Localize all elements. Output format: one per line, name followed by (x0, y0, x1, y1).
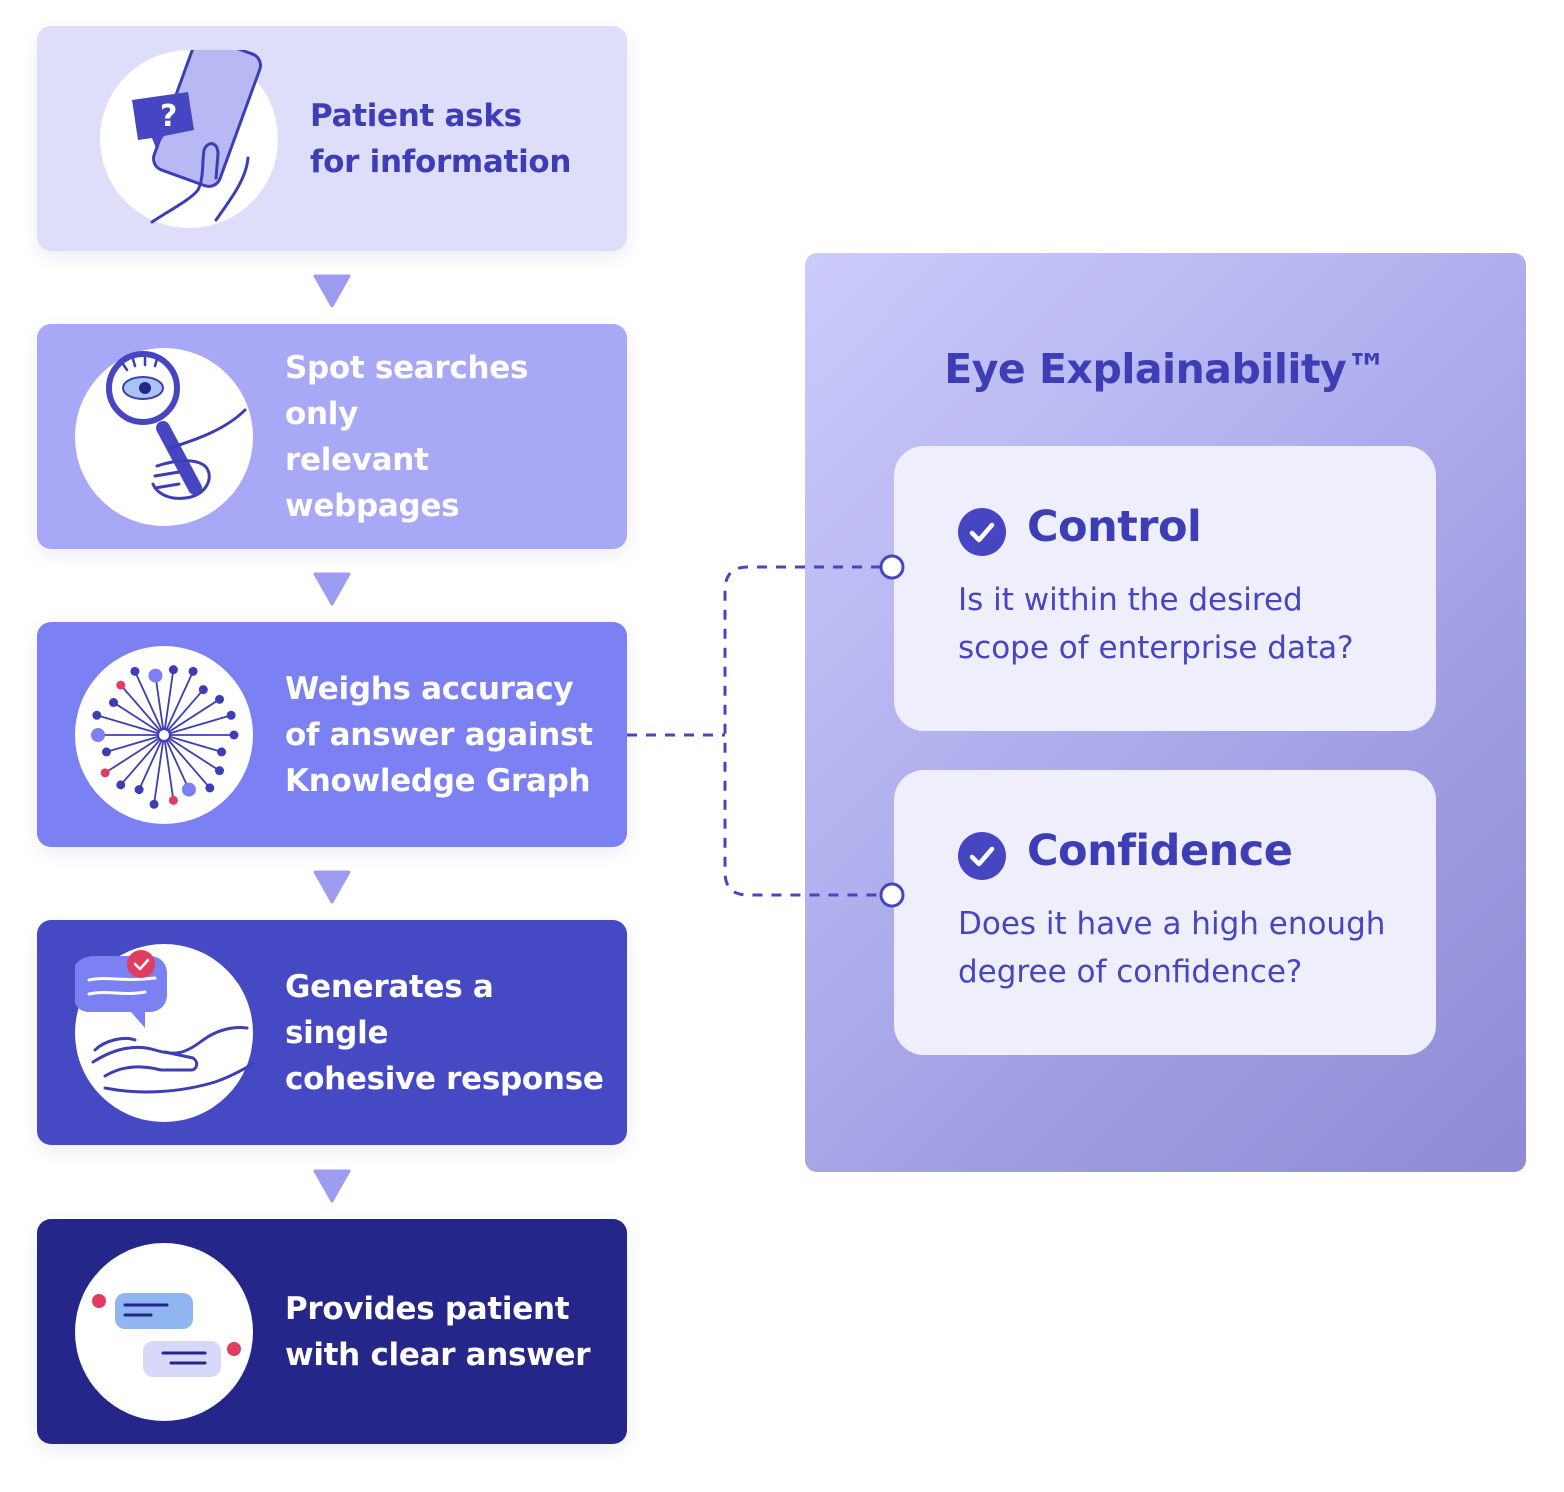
step-label-line: relevant webpages (285, 441, 460, 524)
step-generates-response: Generates a single cohesive response (37, 920, 627, 1145)
card-description-line: scope of enterprise data? (958, 630, 1354, 666)
down-arrow-icon (313, 572, 351, 606)
magnifier-eye-icon (75, 348, 253, 526)
step-patient-asks: ? Patient asks for information (37, 26, 627, 251)
check-circle-icon (958, 508, 1006, 556)
step-label: Weighs accuracy of answer against Knowle… (285, 622, 607, 847)
down-arrow-icon (313, 274, 351, 308)
phone-question-icon: ? (100, 50, 278, 228)
chat-bubbles-icon (75, 1243, 253, 1421)
control-card: Control Is it within the desired scope o… (894, 446, 1436, 731)
confidence-card: Confidence Does it have a high enough de… (894, 770, 1436, 1055)
step-provides-answer: Provides patient with clear answer (37, 1219, 627, 1444)
step-label-line: Spot searches only (285, 349, 529, 432)
step-label-line: Knowledge Graph (285, 762, 591, 799)
step-label-line: Generates a single (285, 968, 494, 1051)
step-label-line: with clear answer (285, 1336, 591, 1373)
eye-explainability-panel: Eye Explainability™ Control Is it within… (805, 253, 1526, 1172)
card-description-line: Is it within the desired (958, 582, 1303, 618)
step-label-line: Patient asks (310, 97, 522, 134)
card-title: Confidence (1027, 826, 1293, 876)
down-arrow-icon (313, 870, 351, 904)
down-arrow-icon (313, 1169, 351, 1203)
step-label: Provides patient with clear answer (285, 1219, 607, 1444)
step-label-line: Weighs accuracy (285, 670, 574, 707)
step-label: Spot searches only relevant webpages (285, 324, 607, 549)
step-label-line: of answer against (285, 716, 593, 753)
card-description-line: Does it have a high enough (958, 906, 1386, 942)
card-description-line: degree of confidence? (958, 954, 1303, 990)
step-label-line: Provides patient (285, 1290, 570, 1327)
step-label-line: for information (310, 143, 572, 180)
step-label: Generates a single cohesive response (285, 920, 607, 1145)
card-title: Control (1027, 502, 1202, 552)
step-label-line: cohesive response (285, 1060, 604, 1097)
panel-title: Eye Explainability™ (944, 345, 1387, 393)
hand-chat-bubble-icon (75, 944, 253, 1122)
step-spot-searches: Spot searches only relevant webpages (37, 324, 627, 549)
svg-text:?: ? (160, 99, 177, 134)
step-weighs-accuracy: Weighs accuracy of answer against Knowle… (37, 622, 627, 847)
knowledge-graph-icon (75, 646, 253, 824)
step-label: Patient asks for information (310, 26, 607, 251)
card-description: Is it within the desired scope of enterp… (958, 576, 1406, 672)
check-circle-icon (958, 832, 1006, 880)
card-description: Does it have a high enough degree of con… (958, 900, 1406, 996)
